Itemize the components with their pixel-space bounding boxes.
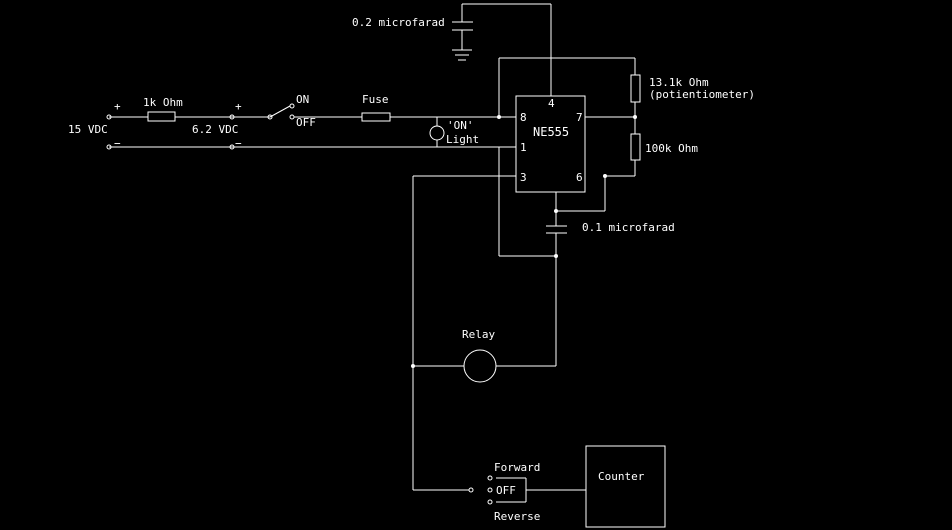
minus-6v: − <box>235 137 242 150</box>
v62-label: 6.2 VDC <box>192 123 238 136</box>
fuse <box>361 112 391 122</box>
plus-15v: + <box>114 100 121 113</box>
pin3-label: 3 <box>520 171 527 184</box>
capacitor-0-1uF <box>546 225 567 366</box>
resistor-1k-label: 1k Ohm <box>143 96 183 109</box>
switch-off-center-label: OFF <box>496 484 516 497</box>
pin7-label: 7 <box>576 111 583 124</box>
counter-box <box>585 445 666 528</box>
relay-coil <box>463 349 497 383</box>
reverse-label: Reverse <box>494 510 540 523</box>
switch-forward-contact <box>487 475 493 481</box>
switch-on-label: ON <box>296 93 309 106</box>
forward-label: Forward <box>494 461 540 474</box>
minus-15v: − <box>114 137 121 150</box>
light-label: Light <box>446 133 479 146</box>
pin1-label: 1 <box>520 141 527 154</box>
pot-label: 13.1k Ohm <box>649 76 709 89</box>
ne555-chip <box>515 95 586 193</box>
chip-label: NE555 <box>533 125 569 139</box>
on-light-label: 'ON' <box>447 119 474 132</box>
cap-bottom-label: 0.1 microfarad <box>582 221 675 234</box>
potentiometer-resistor <box>630 74 641 103</box>
fuse-label: Fuse <box>362 93 389 106</box>
relay-label: Relay <box>462 328 495 341</box>
switch-common <box>468 487 474 493</box>
switch-reverse-contact <box>487 499 493 505</box>
pin4-label: 4 <box>548 97 555 110</box>
v15-label: 15 VDC <box>68 123 108 136</box>
resistor-1k <box>147 111 176 122</box>
resistor-100k <box>630 133 641 161</box>
pot-sub-label: (potientiometer) <box>649 88 755 101</box>
counter-label: Counter <box>598 470 645 483</box>
on-light <box>429 125 445 141</box>
cap-top-label: 0.2 microfarad <box>352 16 445 29</box>
power-switch[interactable] <box>269 105 291 118</box>
pin8-label: 8 <box>520 111 527 124</box>
pin6-label: 6 <box>576 171 583 184</box>
terminal-dots <box>106 103 637 368</box>
ground-symbol <box>452 49 472 61</box>
switch-off-contact <box>487 487 493 493</box>
plus-6v: + <box>235 100 242 113</box>
resistor-100k-label: 100k Ohm <box>645 142 698 155</box>
switch-off-label: OFF <box>296 116 316 129</box>
capacitor-0-2uF <box>452 3 551 50</box>
